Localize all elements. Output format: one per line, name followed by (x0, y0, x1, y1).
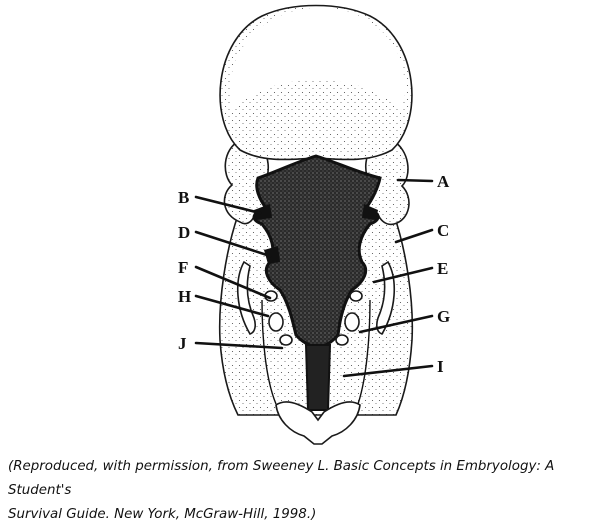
figure-caption: (Reproduced, with permission, from Sween… (8, 455, 604, 527)
right-pouch-bottom (335, 334, 349, 346)
label-d: D (178, 223, 190, 242)
label-h: H (178, 287, 191, 306)
label-e: E (437, 259, 448, 278)
right-pouch-upper (349, 290, 363, 302)
right-descending-line (357, 299, 371, 405)
pharynx-floor (252, 154, 382, 350)
caption-line-2: Survival Guide. New York, McGraw-Hill, 1… (8, 507, 317, 522)
leader-h (194, 294, 270, 318)
right-pouch-lower (344, 312, 360, 332)
label-b: B (178, 188, 189, 207)
leader-i (342, 364, 434, 378)
label-i: I (437, 357, 444, 376)
label-g: G (437, 307, 450, 326)
leader-c (394, 228, 434, 244)
label-a: A (437, 172, 450, 191)
left-descending-line (261, 299, 277, 405)
leader-g (358, 314, 434, 334)
laryngotracheal-tube (304, 344, 332, 411)
label-c: C (437, 221, 449, 240)
lung-buds (275, 401, 361, 445)
left-pouch-lower (268, 312, 284, 332)
right-cleft-b (362, 204, 378, 220)
leader-a (396, 178, 434, 183)
left-cleft-d (264, 246, 280, 264)
leader-j (194, 341, 284, 350)
left-pouch-bottom (279, 334, 293, 346)
leader-d (194, 230, 272, 258)
embryo-diagram: A B C D E F G H I J (178, 4, 450, 445)
caption-line-1: (Reproduced, with permission, from Sween… (8, 459, 555, 498)
left-cleft-b (254, 204, 272, 220)
label-f: F (178, 258, 188, 277)
leader-f (194, 265, 272, 300)
left-lateral-structure (236, 260, 256, 335)
leader-e (372, 266, 434, 284)
leader-b (194, 195, 262, 215)
head-dome-highlight (230, 7, 405, 110)
label-j: J (178, 334, 187, 353)
